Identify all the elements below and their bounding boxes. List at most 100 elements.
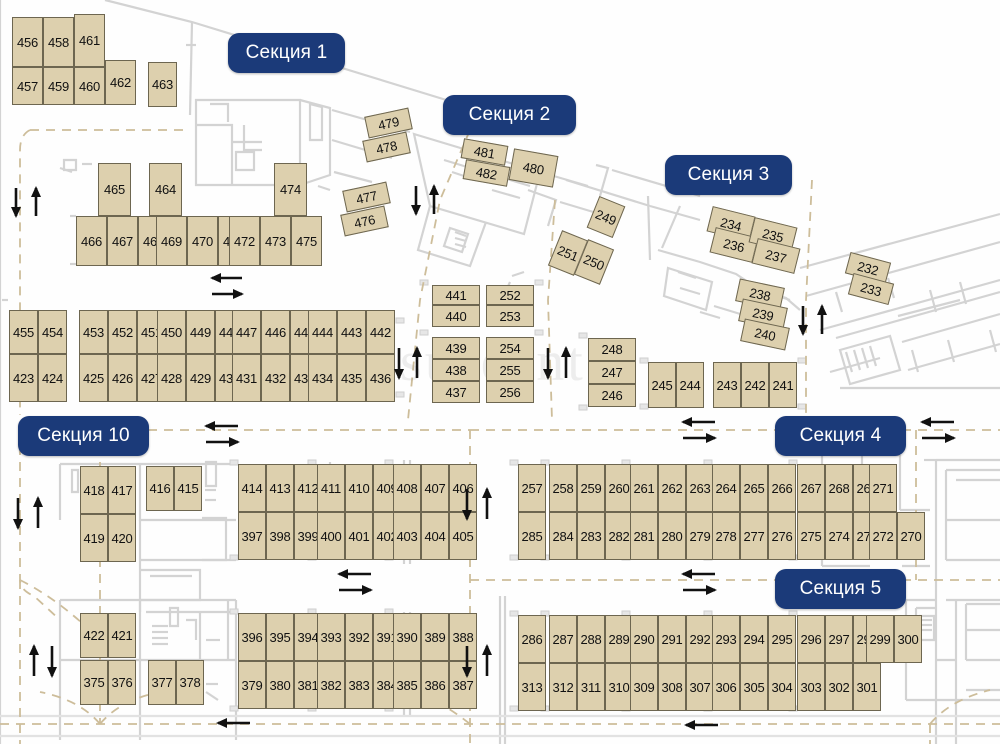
parking-slot[interactable]: 387 [449, 661, 477, 709]
parking-slot[interactable]: 289 [605, 615, 633, 663]
parking-slot[interactable]: 252 [486, 285, 534, 305]
parking-slot[interactable]: 434 [308, 354, 337, 402]
parking-slot[interactable]: 256 [486, 381, 534, 403]
parking-slot[interactable]: 425 [79, 354, 108, 402]
parking-slot[interactable]: 292 [686, 615, 714, 663]
parking-slot[interactable]: 258 [549, 464, 577, 512]
parking-slot[interactable]: 461 [74, 14, 105, 67]
parking-slot[interactable]: 268 [825, 464, 853, 512]
parking-slot[interactable]: 270 [897, 512, 925, 560]
parking-slot[interactable]: 419 [80, 514, 108, 562]
parking-slot[interactable]: 416 [146, 466, 174, 511]
parking-slot[interactable]: 414 [238, 464, 266, 512]
parking-slot[interactable]: 291 [658, 615, 686, 663]
parking-slot[interactable]: 397 [238, 512, 266, 560]
parking-slot[interactable]: 245 [648, 362, 676, 408]
parking-slot[interactable]: 400 [317, 512, 345, 560]
parking-slot[interactable]: 436 [366, 354, 395, 402]
parking-slot[interactable]: 463 [148, 62, 177, 107]
parking-slot[interactable]: 464 [149, 163, 182, 216]
section-badge-s1[interactable]: Секция 1 [228, 33, 345, 73]
parking-slot[interactable]: 295 [768, 615, 796, 663]
parking-slot[interactable]: 302 [825, 663, 853, 711]
parking-slot[interactable]: 396 [238, 613, 266, 661]
parking-slot[interactable]: 378 [176, 660, 204, 705]
parking-slot[interactable]: 407 [421, 464, 449, 512]
parking-slot[interactable]: 457 [12, 67, 43, 105]
parking-slot[interactable]: 259 [577, 464, 605, 512]
parking-slot[interactable]: 274 [825, 512, 853, 560]
parking-slot[interactable]: 469 [156, 216, 187, 266]
parking-slot[interactable]: 375 [80, 660, 108, 705]
parking-slot[interactable]: 278 [712, 512, 740, 560]
parking-slot[interactable]: 287 [549, 615, 577, 663]
parking-slot[interactable]: 462 [105, 60, 136, 105]
parking-slot[interactable]: 404 [421, 512, 449, 560]
parking-slot[interactable]: 441 [432, 285, 480, 305]
parking-slot[interactable]: 450 [157, 310, 186, 354]
parking-slot[interactable]: 415 [174, 466, 202, 511]
parking-slot[interactable]: 443 [337, 310, 366, 354]
parking-slot[interactable]: 285 [518, 512, 546, 560]
parking-slot[interactable]: 408 [393, 464, 421, 512]
parking-slot[interactable]: 377 [148, 660, 176, 705]
parking-slot[interactable]: 440 [432, 305, 480, 327]
parking-slot[interactable]: 405 [449, 512, 477, 560]
parking-slot[interactable]: 312 [549, 663, 577, 711]
parking-slot[interactable]: 276 [768, 512, 796, 560]
parking-slot[interactable]: 296 [797, 615, 825, 663]
parking-slot[interactable]: 386 [421, 661, 449, 709]
parking-slot[interactable]: 264 [712, 464, 740, 512]
parking-slot[interactable]: 265 [740, 464, 768, 512]
parking-slot[interactable]: 411 [317, 464, 345, 512]
parking-slot[interactable]: 253 [486, 305, 534, 327]
parking-slot[interactable]: 470 [187, 216, 218, 266]
parking-slot[interactable]: 257 [518, 464, 546, 512]
parking-slot[interactable]: 246 [588, 384, 636, 407]
parking-slot[interactable]: 417 [108, 466, 136, 514]
parking-slot[interactable]: 275 [797, 512, 825, 560]
parking-slot[interactable]: 272 [869, 512, 897, 560]
parking-slot[interactable]: 380 [266, 661, 294, 709]
parking-slot[interactable]: 303 [797, 663, 825, 711]
parking-slot[interactable]: 279 [686, 512, 714, 560]
parking-slot[interactable]: 311 [577, 663, 605, 711]
parking-slot[interactable]: 388 [449, 613, 477, 661]
parking-slot[interactable]: 439 [432, 337, 480, 359]
parking-slot[interactable]: 398 [266, 512, 294, 560]
parking-slot[interactable]: 428 [157, 354, 186, 402]
parking-slot[interactable]: 305 [740, 663, 768, 711]
parking-slot[interactable]: 300 [894, 615, 922, 663]
parking-slot[interactable]: 294 [740, 615, 768, 663]
parking-slot[interactable]: 435 [337, 354, 366, 402]
parking-slot[interactable]: 281 [630, 512, 658, 560]
parking-slot[interactable]: 310 [605, 663, 633, 711]
parking-slot[interactable]: 241 [769, 362, 797, 408]
parking-slot[interactable]: 455 [9, 310, 38, 354]
parking-slot[interactable]: 293 [712, 615, 740, 663]
parking-slot[interactable]: 460 [74, 67, 105, 105]
parking-slot[interactable]: 431 [232, 354, 261, 402]
parking-slot[interactable]: 458 [43, 17, 74, 67]
parking-slot[interactable]: 255 [486, 359, 534, 381]
parking-slot[interactable]: 243 [713, 362, 741, 408]
parking-slot[interactable]: 382 [317, 661, 345, 709]
parking-slot[interactable]: 466 [76, 216, 107, 266]
parking-slot[interactable]: 288 [577, 615, 605, 663]
parking-slot[interactable]: 260 [605, 464, 633, 512]
parking-slot[interactable]: 395 [266, 613, 294, 661]
section-badge-s10[interactable]: Секция 10 [18, 416, 149, 456]
parking-slot[interactable]: 456 [12, 17, 43, 67]
parking-slot[interactable]: 410 [345, 464, 373, 512]
parking-slot[interactable]: 271 [869, 464, 897, 512]
parking-slot[interactable]: 447 [232, 310, 261, 354]
parking-slot[interactable]: 444 [308, 310, 337, 354]
parking-slot[interactable]: 385 [393, 661, 421, 709]
parking-slot[interactable]: 437 [432, 381, 480, 403]
parking-slot[interactable]: 472 [229, 216, 260, 266]
parking-slot[interactable]: 248 [588, 338, 636, 361]
parking-slot[interactable]: 299 [866, 615, 894, 663]
parking-slot[interactable]: 280 [658, 512, 686, 560]
parking-slot[interactable]: 432 [261, 354, 290, 402]
parking-slot[interactable]: 290 [630, 615, 658, 663]
